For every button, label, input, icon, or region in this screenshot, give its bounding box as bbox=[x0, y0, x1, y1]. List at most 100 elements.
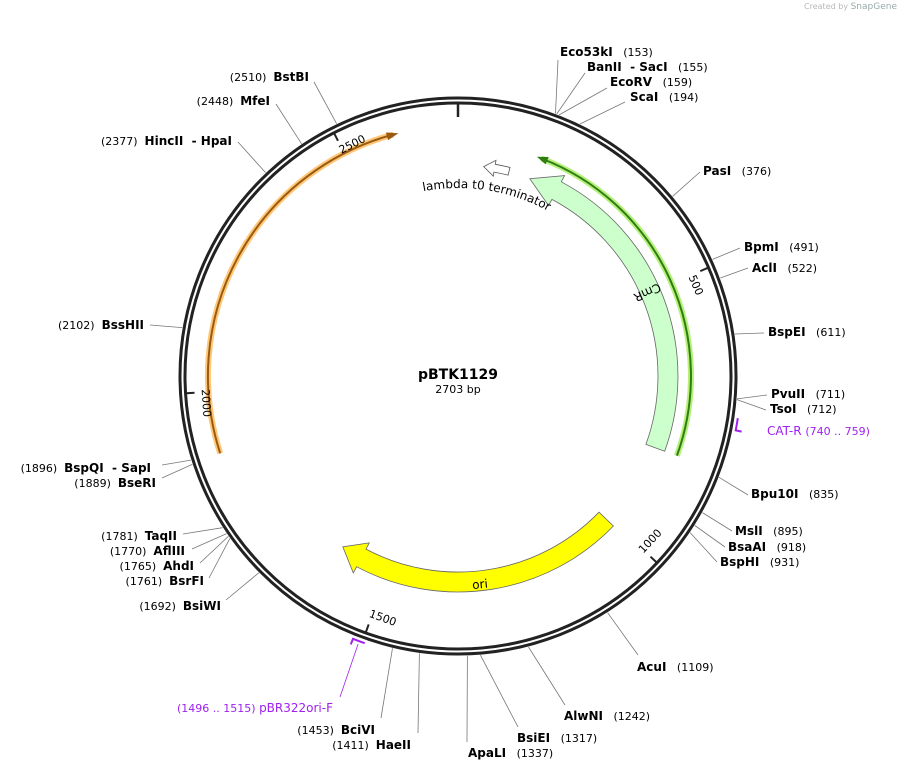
primer-arrow-1 bbox=[349, 637, 366, 645]
primer-name: pBR322ori-F bbox=[259, 701, 333, 715]
enzyme-name: Eco53kI bbox=[560, 45, 613, 59]
enzyme-leader-line bbox=[149, 324, 183, 328]
enzyme-name: BsrFI bbox=[169, 574, 204, 588]
enzyme-name: BanII - SacI bbox=[587, 60, 668, 74]
enzyme-label: (1453) BciVI bbox=[297, 723, 375, 737]
enzyme-name: TaqII bbox=[145, 529, 177, 543]
primer-leader bbox=[339, 643, 359, 698]
enzyme-label: AclI (522) bbox=[752, 261, 817, 275]
primer-range: (740 .. 759) bbox=[805, 425, 870, 438]
enzyme-label: PasI (376) bbox=[703, 164, 771, 178]
enzyme-label: (2377) HincII - HpaI bbox=[101, 134, 232, 148]
tick-label: 1000 bbox=[636, 527, 665, 556]
primer-label-pbr322ori-f: (1496 .. 1515) pBR322ori-F bbox=[177, 701, 333, 715]
cmr-feature bbox=[529, 175, 679, 452]
enzyme-position: (153) bbox=[613, 46, 653, 59]
enzyme-leader-line bbox=[579, 101, 626, 125]
enzyme-name: BspHI bbox=[720, 555, 759, 569]
enzyme-label: (1770) AflIII bbox=[110, 544, 185, 558]
enzyme-label: BsiEI (1317) bbox=[517, 731, 597, 745]
enzyme-label: (1781) TaqII bbox=[101, 529, 177, 543]
tick-label: 1500 bbox=[367, 607, 398, 629]
enzyme-position: (2448) bbox=[197, 95, 241, 108]
enzyme-leader-lines bbox=[149, 59, 768, 743]
primer-arrow-0 bbox=[734, 417, 742, 433]
enzyme-position: (1453) bbox=[297, 724, 341, 737]
enzyme-leader-line bbox=[556, 72, 586, 115]
enzyme-name: BstBI bbox=[273, 70, 309, 84]
enzyme-label: (1765) AhdI bbox=[120, 559, 194, 573]
enzyme-leader-line bbox=[380, 648, 393, 719]
enzyme-name: PvuII bbox=[771, 387, 805, 401]
enzyme-label: (2102) BssHII bbox=[58, 318, 144, 332]
tick-label: 500 bbox=[686, 273, 706, 297]
enzyme-position: (155) bbox=[668, 61, 708, 74]
enzyme-label: Bpu10I (835) bbox=[751, 487, 839, 501]
enzyme-name: AclI bbox=[752, 261, 777, 275]
enzyme-leader-line bbox=[161, 464, 193, 479]
enzyme-leader-line bbox=[199, 536, 229, 564]
enzyme-name: BpmI bbox=[744, 240, 779, 254]
backbone-outer bbox=[178, 96, 738, 656]
enzyme-name: PasI bbox=[703, 164, 731, 178]
enzyme-name: ApaLI bbox=[468, 746, 506, 760]
primer-range: (1496 .. 1515) bbox=[177, 702, 259, 715]
enzyme-leader-line bbox=[182, 527, 223, 535]
credit-brand: SnapGene bbox=[850, 2, 897, 12]
enzyme-name: EcoRV bbox=[610, 75, 653, 89]
enzyme-position: (1337) bbox=[506, 747, 553, 760]
enzyme-name: MslI bbox=[735, 524, 763, 538]
enzyme-name: AcuI bbox=[637, 660, 666, 674]
enzyme-leader-line bbox=[736, 399, 767, 411]
enzyme-label: ApaLI (1337) bbox=[468, 746, 553, 760]
cmr-orf-arrowhead bbox=[536, 156, 549, 165]
enzyme-position: (611) bbox=[806, 326, 846, 339]
ori-label: ori bbox=[471, 577, 488, 593]
enzyme-name: AhdI bbox=[163, 559, 194, 573]
enzyme-label: EcoRV (159) bbox=[610, 75, 692, 89]
enzyme-position: (194) bbox=[658, 91, 698, 104]
enzyme-label: TsoI (712) bbox=[770, 402, 837, 416]
orf-2 bbox=[206, 133, 394, 454]
lambda-terminator-feature bbox=[483, 159, 511, 177]
enzyme-leader-line bbox=[191, 533, 227, 550]
enzyme-label: (1761) BsrFI bbox=[126, 574, 204, 588]
enzyme-label: BspEI (611) bbox=[768, 325, 846, 339]
enzyme-leader-line bbox=[558, 87, 608, 116]
tick-label: 2500 bbox=[337, 132, 368, 156]
enzyme-leader-line bbox=[712, 247, 741, 260]
enzyme-position: (1765) bbox=[120, 560, 164, 573]
enzyme-label: (2448) MfeI bbox=[197, 94, 270, 108]
enzyme-position: (1770) bbox=[110, 545, 154, 558]
primer-name: CAT-R bbox=[767, 424, 805, 438]
enzyme-name: HincII - HpaI bbox=[145, 134, 232, 148]
enzyme-position: (2510) bbox=[230, 71, 274, 84]
enzyme-name: MfeI bbox=[240, 94, 270, 108]
enzyme-name: AflIII bbox=[153, 544, 185, 558]
enzyme-label: MslI (895) bbox=[735, 524, 803, 538]
enzyme-label: Eco53kI (153) bbox=[560, 45, 653, 59]
enzyme-position: (712) bbox=[796, 403, 836, 416]
enzyme-position: (2377) bbox=[101, 135, 145, 148]
enzyme-name: BspEI bbox=[768, 325, 806, 339]
enzyme-label: ScaI (194) bbox=[630, 90, 698, 104]
enzyme-position: (1761) bbox=[126, 575, 170, 588]
enzyme-position: (1242) bbox=[603, 710, 650, 723]
enzyme-name: BsiWI bbox=[183, 599, 221, 613]
tick-mark bbox=[365, 624, 370, 633]
enzyme-leader-line bbox=[737, 394, 768, 400]
enzyme-position: (159) bbox=[652, 76, 692, 89]
enzyme-position: (376) bbox=[731, 165, 771, 178]
plasmid-length: 2703 bp bbox=[435, 383, 480, 396]
tick-mark bbox=[186, 391, 195, 395]
enzyme-leader-line bbox=[480, 654, 519, 728]
enzyme-leader-line bbox=[275, 103, 302, 145]
enzyme-leader-line bbox=[417, 653, 420, 734]
enzyme-label: (1411) HaeII bbox=[332, 738, 411, 752]
enzyme-name: HaeII bbox=[376, 738, 411, 752]
enzyme-label: PvuII (711) bbox=[771, 387, 845, 401]
primer-label-cat-r: CAT-R (740 .. 759) bbox=[767, 424, 870, 438]
enzyme-name: BciVI bbox=[341, 723, 375, 737]
enzyme-position: (918) bbox=[766, 541, 806, 554]
enzyme-label: BanII - SacI (155) bbox=[587, 60, 708, 74]
